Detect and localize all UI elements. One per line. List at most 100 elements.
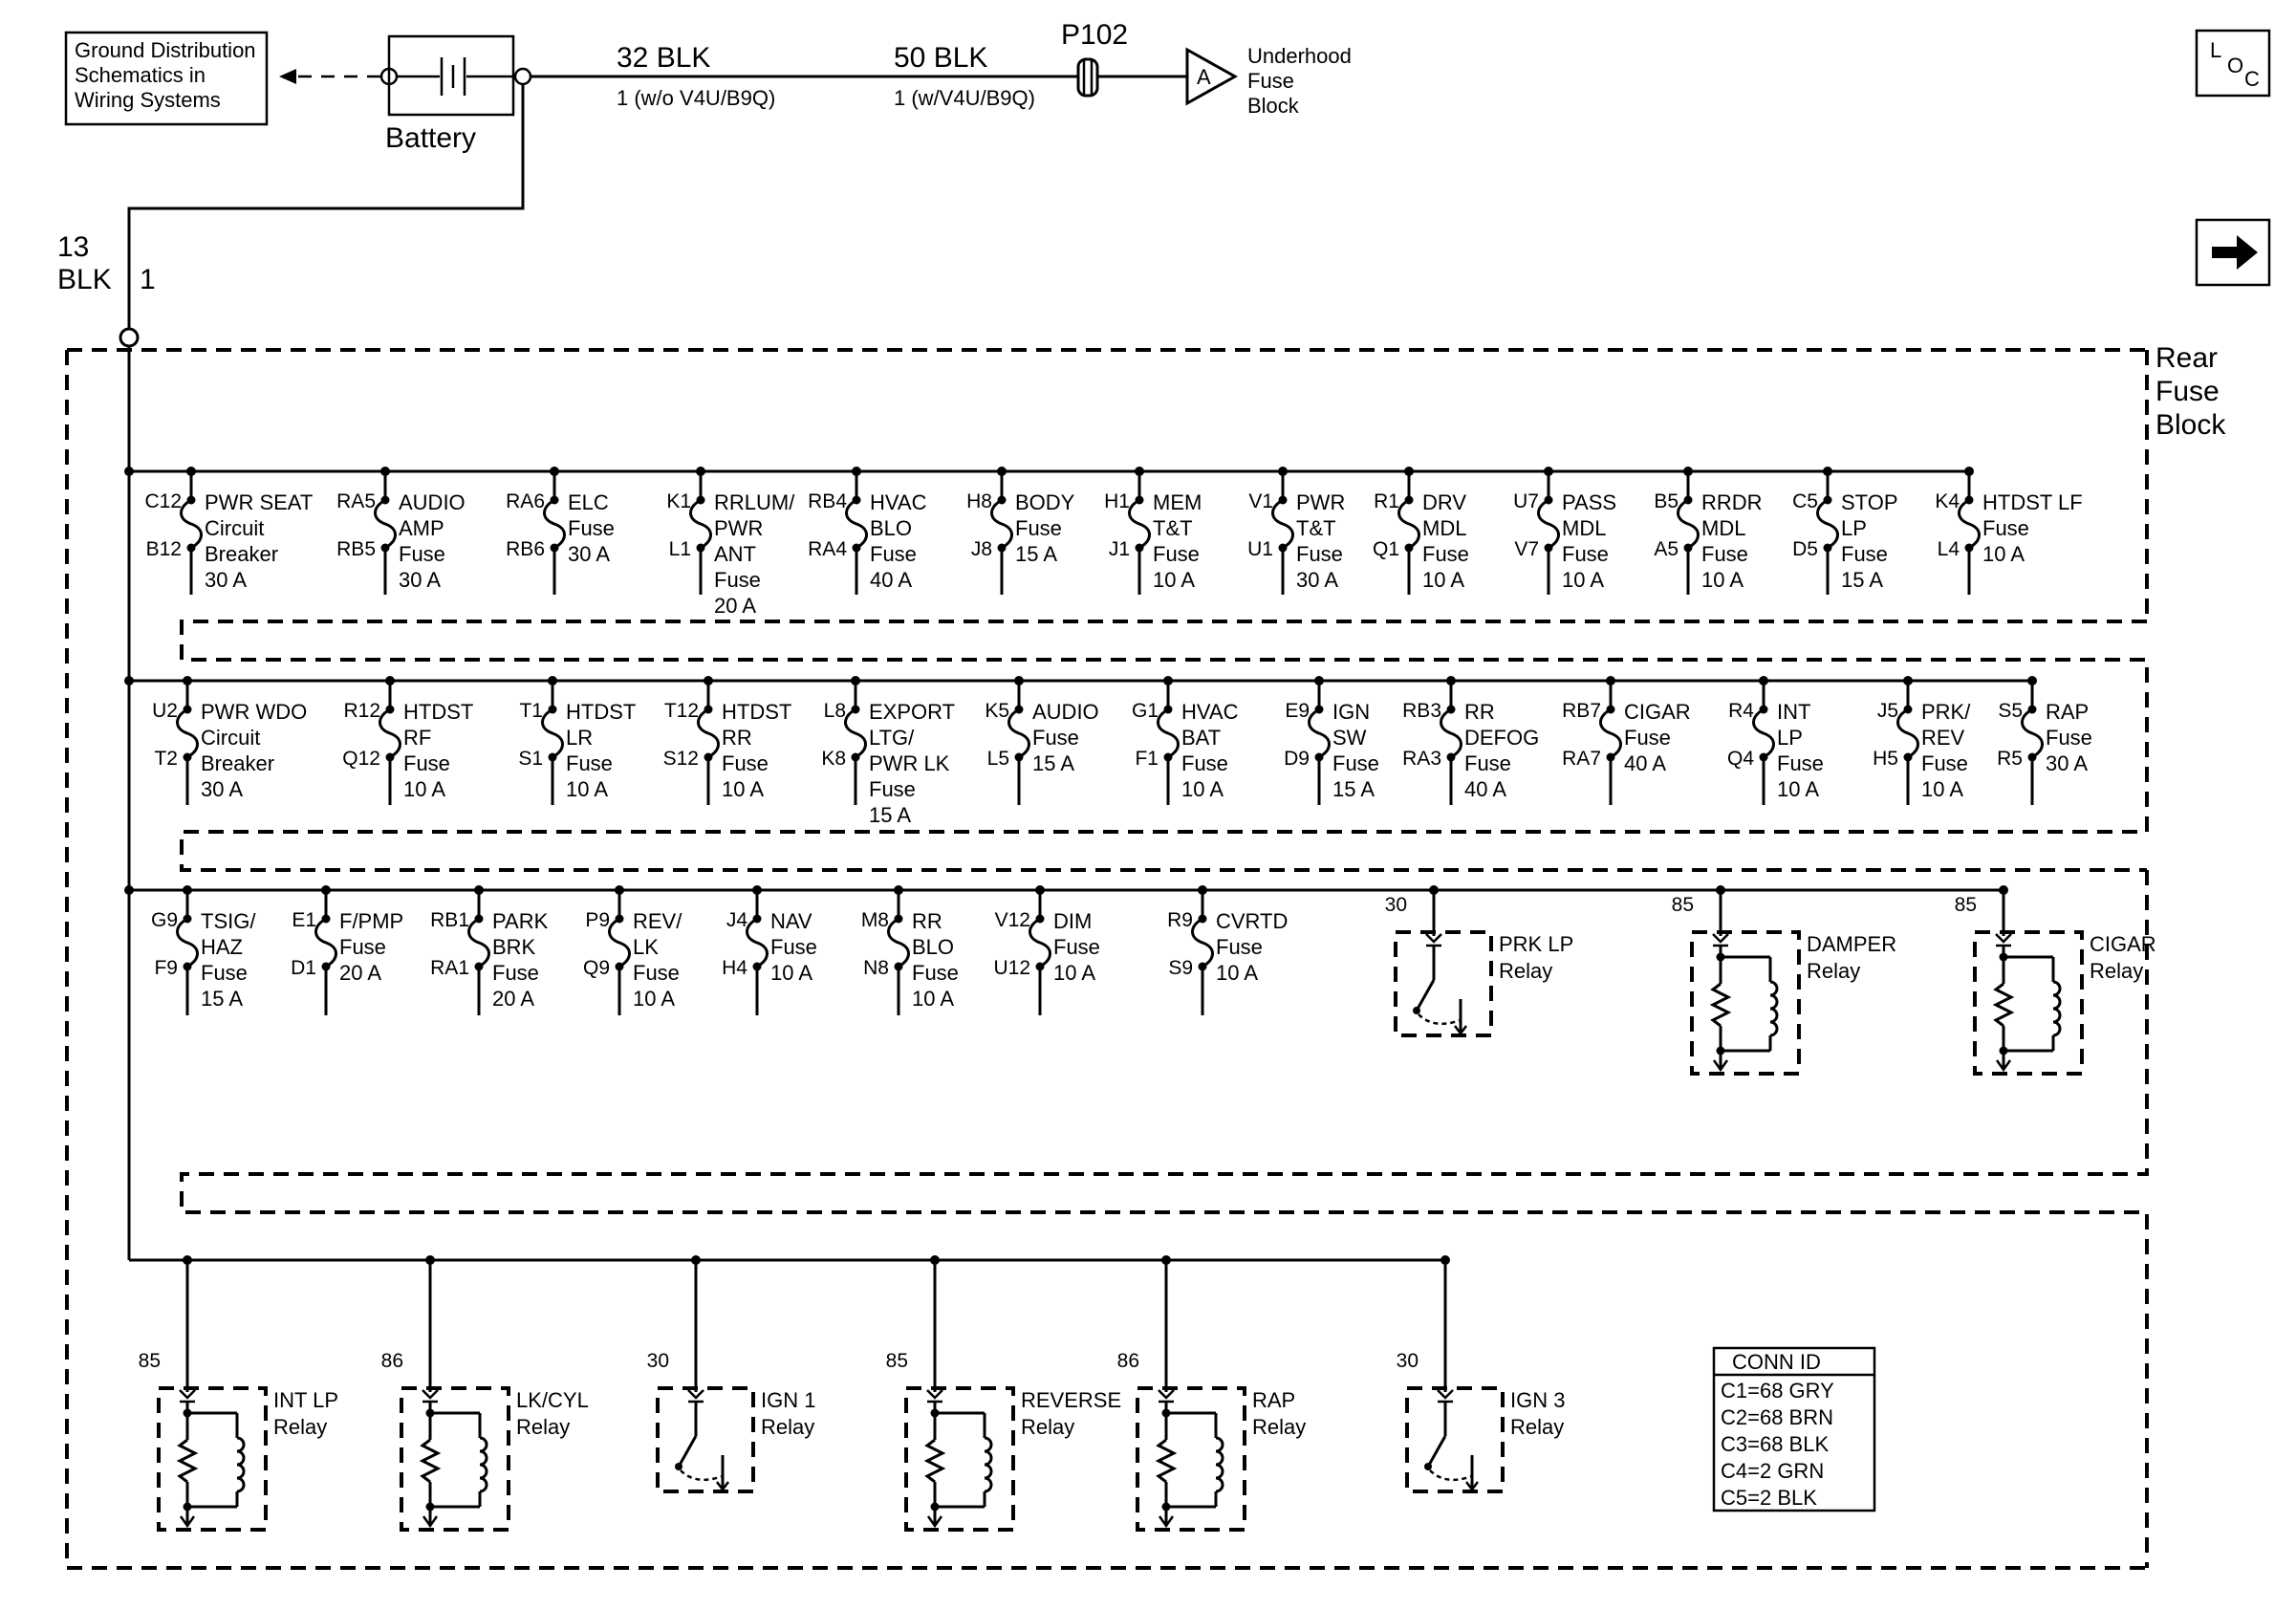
- fuse-pin-bottom: U1: [1247, 538, 1273, 560]
- fuse-label: LK: [633, 935, 659, 959]
- fuse-element-icon: [1958, 498, 1981, 550]
- switch-contact-icon: [677, 1435, 698, 1468]
- fuse-label: 10 A: [722, 777, 764, 801]
- fuse-label: 30 A: [2046, 751, 2088, 775]
- fuse-pin-top: B5: [1654, 490, 1679, 512]
- fuse-pin-top: V12: [995, 909, 1030, 931]
- fuse-label: 10 A: [770, 961, 812, 985]
- fuse-pin-top: RB1: [430, 909, 469, 931]
- fuse-label: T&T: [1296, 516, 1336, 540]
- loc-icon[interactable]: L O C: [2195, 29, 2271, 98]
- ground-distribution-ref[interactable]: Ground Distribution Schematics in Wiring…: [64, 31, 269, 126]
- next-page-arrow-icon[interactable]: [2195, 218, 2271, 287]
- battery-symbol: [379, 34, 532, 117]
- relay-pin: 30: [1397, 1350, 1419, 1372]
- fuse-label: Fuse: [1181, 751, 1228, 775]
- fuse-label: Circuit: [201, 726, 260, 750]
- fuse-element-icon: [2021, 707, 2044, 759]
- bus-junction: [124, 467, 134, 476]
- fuse-label: Fuse: [1921, 751, 1968, 775]
- fuse-pin-top: R9: [1167, 909, 1193, 931]
- relay-outline: [1405, 1386, 1505, 1493]
- fuse-label: DRV: [1422, 490, 1466, 514]
- fuse-label: PWR WDO: [201, 700, 307, 724]
- fuse-pin-bottom: D9: [1284, 748, 1310, 770]
- relay-label: Relay: [1807, 959, 1860, 983]
- fuse-label: 40 A: [870, 568, 912, 592]
- fuse-label: 10 A: [1701, 568, 1744, 592]
- fuse-label: TSIG/: [201, 909, 256, 933]
- fuse-label: 20 A: [339, 961, 381, 985]
- svg-text:L: L: [2210, 38, 2221, 62]
- fuse-label: 10 A: [1982, 542, 2025, 566]
- ground-ref-line-1: Ground Distribution: [75, 38, 256, 62]
- fuse-label: BRK: [492, 935, 536, 959]
- fuse-pin-top: E9: [1285, 700, 1310, 722]
- fuse-label: MDL: [1562, 516, 1606, 540]
- fuse-pin-bottom: J1: [1109, 538, 1130, 560]
- wire-32-note: 1 (w/o V4U/B9Q): [617, 86, 775, 110]
- switch-contact-icon: [1426, 1435, 1447, 1468]
- fuse-pin-top: U7: [1513, 490, 1539, 512]
- fuse-element-icon: [1308, 707, 1331, 759]
- fuse-label: BAT: [1181, 726, 1221, 750]
- fuse-label: 30 A: [568, 542, 610, 566]
- fuse-pin-top: RB7: [1562, 700, 1601, 722]
- fuse-element-icon: [1271, 498, 1294, 550]
- fuse-label: 10 A: [1777, 777, 1819, 801]
- fuse-label: HTDST LF: [1982, 490, 2083, 514]
- resistor-icon: [1709, 982, 1732, 1028]
- bus-junction: [124, 885, 134, 895]
- fuse-pin-top: E1: [292, 909, 316, 931]
- fuse-label: DEFOG: [1464, 726, 1539, 750]
- fuse-label: PWR: [714, 516, 763, 540]
- relay-outline: [400, 1386, 510, 1532]
- coil-icon: [984, 1436, 993, 1493]
